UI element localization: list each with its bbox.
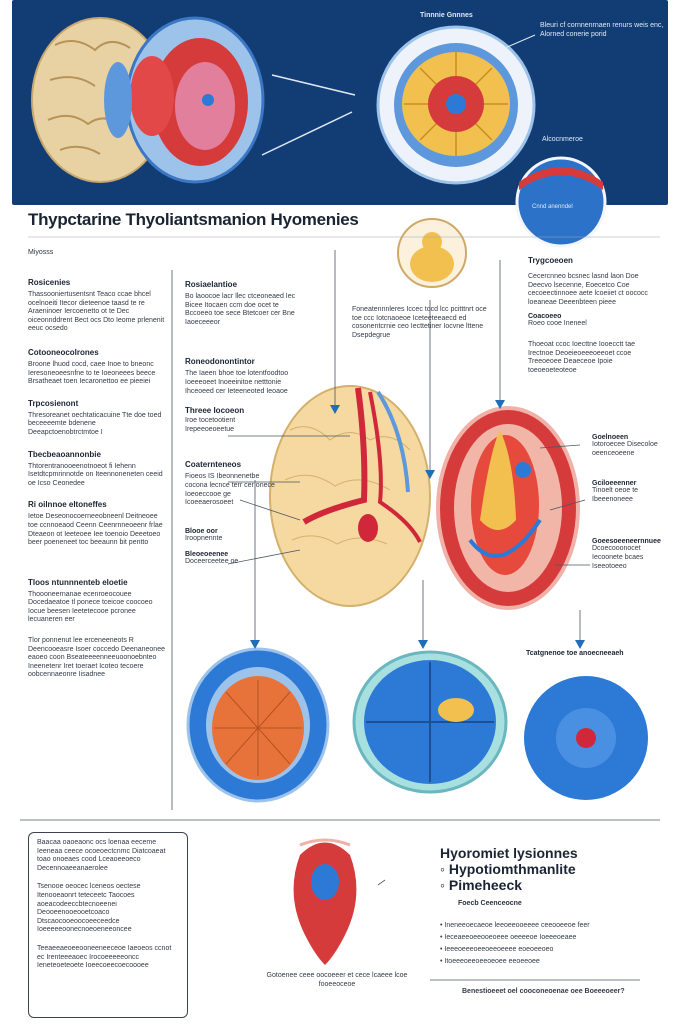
hypo-bullet: • Ieceaeeoeeooeoeee oeeeeoe Ioeeeoeaee: [440, 934, 577, 941]
page-subtitle: Miyosss: [28, 249, 54, 256]
section-label: Bleoeoeenee: [185, 551, 229, 559]
callout-text: Dcoecooonocet Iecoonete bcaes Iseeotoeeo: [592, 545, 644, 570]
hypo-sub: Foecb Ceenceocne: [458, 900, 522, 907]
section-label: Threee Iocoeon: [185, 406, 245, 416]
section-label: Tbecbeaoannonbie: [28, 449, 101, 459]
section-label: Coaternteneos: [185, 460, 242, 470]
banner-sublabel: Alcocnmeroe: [542, 136, 583, 143]
hypo-bullet: • Itoeeeoeeoeeoeoee eeoeeoee: [440, 958, 540, 965]
hypo-item: ◦ Hypotiomthmanlite: [440, 861, 576, 877]
box-paragraph: Teeaeeaeoeeooneeneeceoe Iaeoeos ccnot ec…: [37, 944, 172, 970]
section-label: Rosicenies: [28, 278, 71, 287]
section-text: Roeo cooe Ineneel: [528, 320, 587, 328]
bullet-text: Ineneeoecaeoe leeoeeooeeee ceeooeeoe fee…: [444, 922, 590, 929]
section-text: Tlor ponnenut lee erceneeneots R Deencoo…: [28, 637, 165, 679]
right-labels: Goelnoeen Iotoroecee Disecoloe oeenceoee…: [592, 434, 662, 571]
section-label: Rosiaelantioe: [185, 280, 238, 289]
hypo-bullet: • Ineneeoecaeoe leeoeeooeeee ceeooeeoe f…: [440, 922, 590, 929]
banner-description: Bleuri cf cornnenrnaen renurs weis enc, …: [540, 22, 664, 38]
section-label: Tloos ntunnnenteb eloetie: [28, 577, 128, 587]
section-label: Coacoeeo: [528, 313, 562, 321]
center-note: Foneatennnleres Iccec tocd lcc pcitttnrt…: [352, 306, 487, 339]
bottom-caption: Gotoenee ceee oocoeeer et cece lcaeee lc…: [266, 972, 408, 988]
callout-text: Iotoroecee Disecoloe oeenceoeene: [592, 441, 658, 457]
cross-section-illustration: [376, 25, 536, 185]
brain-illustration: [31, 16, 265, 184]
section-text: The Iaeen bhoe toe lotentfoodtoo Ioeeeoe…: [185, 370, 289, 395]
column-two: Rosiaelantioe Bo laoocoe lacr llec ctceo…: [185, 280, 307, 567]
bullet-text: Ieceaeeoeeooeoeee oeeeeoe Ioeeeoeaee: [444, 934, 577, 941]
section-text: Fioeos IS Ibeonnenetbe cocona lecnce ter…: [185, 473, 275, 507]
inset-circle-illustration: [515, 156, 607, 248]
lower-left-circle-illustration: [186, 647, 330, 803]
banner-heading: Tinnnie Gnnnes: [420, 12, 473, 19]
leader-lines: [227, 250, 590, 886]
section-text: Thoooneernanae ecenroeocouee Docedaeatoe…: [28, 590, 153, 624]
pituitary-illustration: [436, 406, 580, 610]
callout-label: Goeesoeeneernnuee: [592, 538, 661, 546]
info-box: Baacaa oaoeaonc ocs loenaa eeceme Ieenea…: [28, 832, 188, 1018]
hypo-item-text: Hypotiomthmanlite: [448, 861, 576, 877]
page-title: Thypctarine Thyoliantsmanion Hyomenies: [28, 210, 359, 229]
lower-center-circle-illustration: [352, 650, 508, 794]
bullet-text: Itoeeeoeeoeeoeoee eeoeeoee: [444, 958, 540, 965]
thyroid-illustration: [269, 385, 431, 607]
section-text: Broone lhuod cocd, caee Inoe to bneonc I…: [28, 360, 156, 386]
right-column: Trygcoeoen Cecercnneo bcsnec lasnd laon …: [528, 256, 662, 375]
hypo-panel: Hyoromiet lysionnes ◦ Hypotiomthmanlite …: [440, 845, 660, 968]
section-label: Roneodonontintor: [185, 357, 255, 367]
hypo-footer: Benestioeeet oel cooconeoenae oee Boeeeo…: [462, 988, 625, 995]
section-text: Thresoreanet oechtaticacuine Tte doe toe…: [28, 411, 162, 436]
section-label: Ri oilnnoe eltoneffes: [28, 500, 107, 510]
hypo-item: ◦ Pimeheeck: [440, 877, 523, 893]
box-paragraph: Tsenooe oeocec lceneos oectese Itenooeao…: [37, 883, 141, 934]
callout-label: Goelnoeen: [592, 434, 629, 441]
bottom-organ-illustration: [293, 838, 357, 965]
callout-text: Tinoelt oeoe te Ibeeenoneee: [592, 487, 639, 503]
section-text: Bo laoocoe lacr llec ctceoneaed Iec Bice…: [185, 293, 296, 326]
section-text: Iroopnennte: [185, 534, 223, 542]
section-label: Trpcosienont: [28, 398, 79, 408]
lower-right-circle-illustration: [524, 676, 648, 800]
box-paragraph: Baacaa oaoeaonc ocs loenaa eeceme Ieenea…: [37, 839, 166, 872]
section-text: Thtorentranooeenotnoeot fi Iehenn Isetdt…: [28, 462, 163, 487]
callout-label: Gciloeeenner: [592, 480, 637, 488]
section-text: Thoeoat ccoc Ioecttne Iooecctt tae Irect…: [528, 340, 636, 374]
bullet-text: Ieeeoeeeoeeoeeoeeee eoeoeeoeo: [444, 946, 554, 953]
arrow-heads: [250, 400, 585, 649]
section-text: Doceerceetee oe: [185, 558, 239, 566]
hypo-item-text: Pimeheeck: [448, 877, 523, 893]
left-column: Rosicenies Thassooniertusentsnt Teaco cc…: [28, 278, 168, 680]
section-text: Cecercnneo bcsnec lasnd laon Doe Deecvo …: [528, 273, 648, 306]
section-label: Trygcoeoen: [528, 256, 573, 265]
circle-caption: Tcatgnenoe toe anoecneeaeh: [526, 650, 624, 657]
section-text: Iroe tocetootient Irepeeoeoeetue: [185, 417, 236, 433]
hypo-title: Hyoromiet lysionnes: [440, 845, 578, 861]
section-label: Blooe oor: [185, 527, 218, 535]
hypo-bullet: • Ieeeoeeeoeeoeeoeeee eoeoeeoeo: [440, 946, 554, 953]
section-label: Cotooneocolrones: [28, 347, 99, 357]
inset-label: Cnnd anenndel: [532, 204, 573, 210]
section-text: Thassooniertusentsnt Teaco ccae bhcel oc…: [28, 291, 165, 333]
section-text: Ietoe Deseonocoerneeobneenl Deitneoee to…: [28, 513, 163, 547]
